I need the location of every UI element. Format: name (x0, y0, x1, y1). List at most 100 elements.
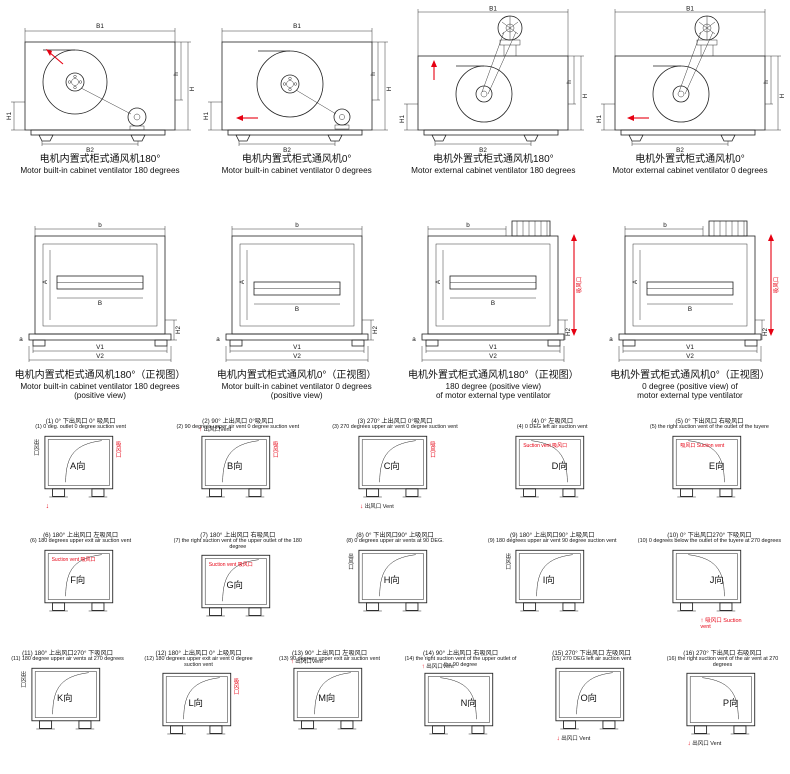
dim-a-vert: A (632, 279, 639, 284)
dim-b1: B1 (293, 23, 301, 30)
cell-letter: I向 (543, 574, 555, 585)
dim-h1: H1 (596, 114, 603, 123)
dim-a-vert: A (42, 279, 49, 284)
cell-note-en: (7) the right suction vent of the upper … (173, 538, 302, 550)
cell-note-en: (16) the right suction vent of the air v… (666, 656, 779, 668)
suction-label-red: 吸风口 (576, 277, 583, 294)
front-view-row: b A B H2 a V1 V2 (0, 220, 790, 400)
cabinet-front (34, 235, 166, 335)
suction-label: Suction vent 吸风口 (51, 556, 96, 563)
dim-b2: B2 (86, 147, 94, 154)
dim-b-horiz: B (295, 306, 299, 313)
dim-a-vert: A (239, 279, 246, 284)
caption-en: Motor built-in cabinet ventilator 0 degr… (221, 381, 372, 391)
suction-label: 吸风口 (271, 440, 278, 458)
caption-cn: 电机外置式柜式通风机0° (635, 154, 745, 165)
vent-label: ↑ 出风口Vent (422, 663, 454, 670)
cell-letter: K向 (56, 692, 71, 703)
cell-letter: P向 (722, 698, 737, 709)
dim-b: b (295, 222, 299, 229)
cell-letter: D向 (552, 460, 568, 471)
orientation-cell-m: (13) 90° 上出风口 左吸风口 (13) 90 degrees upper… (264, 650, 395, 740)
panel-external-0-side: B1 B2 (592, 4, 788, 175)
drawing-external-0-side: B1 B2 (596, 6, 785, 155)
dim-h-small: h (763, 80, 770, 84)
fan-volute (42, 49, 108, 115)
vent-label: ↑ 出风口Vent (199, 426, 231, 433)
dim-v2: V2 (96, 353, 104, 360)
orientation-cell-a: (1) 0° 下出风口 0° 吸风口 (1) 0 deg. outlet 0 d… (2, 418, 159, 510)
cell-note-cn: (2) 90° 上出风口 0°吸风口 (202, 418, 274, 425)
dim-b: b (98, 222, 102, 229)
cell-note-cn: (11) 180° 上出风口270° 下吸风口 (22, 650, 113, 657)
orientation-cell-e: (5) 0° 下出风口 右吸风口 (5) the right suction v… (631, 418, 788, 503)
cell-note-cn: (10) 0° 下出风口270° 下吸风口 (667, 532, 752, 539)
orientation-cell-f: (6) 180° 上出风口 左吸风口 (6) 180 degrees upper… (2, 532, 159, 622)
dim-h2: H2 (762, 327, 769, 336)
belt (482, 31, 505, 93)
down-arrow-icon: ↓ (45, 502, 50, 510)
dim-v1: V1 (686, 344, 694, 351)
dim-v2: V2 (686, 353, 694, 360)
caption-cn: 电机内置式柜式通风机180°（正视图） (14, 370, 186, 381)
caption-en2: (positive view) (74, 390, 126, 400)
fan-volute (652, 65, 710, 123)
cell-note-en: (2) 90 degrees upper air vent 0 degree s… (176, 424, 300, 431)
orientation-drawing: K向 (30, 667, 100, 730)
vent-label: ↓ 出风口 Vent (688, 740, 760, 747)
cell-letter: C向 (384, 460, 400, 471)
orientation-cell-d: (4) 0° 左吸风口 (4) 0 DEG left air suction v… (474, 418, 631, 503)
cell-note-en: (4) 0 DEG left air suction vent (516, 424, 588, 431)
orientation-drawing: N向 (423, 673, 493, 735)
motor (127, 107, 147, 127)
vent-label-text: 出风口Vent (203, 426, 232, 433)
suction-label: 吸风口 (232, 678, 239, 695)
vent-label: 出风口 (504, 552, 511, 570)
drawing-built-in-0-front: b A B H2 a V1 V2 (216, 222, 379, 362)
cell-letter: G向 (226, 580, 243, 591)
suction-label: 吸风口 Suction vent (680, 442, 725, 449)
up-arrow-icon: ↑ (700, 616, 704, 624)
dim-a-small: a (216, 336, 220, 343)
down-arrow-icon: ↓ (687, 740, 691, 748)
cell-note-cn: (7) 180° 上出风口 右吸风口 (200, 532, 276, 539)
orientation-row-3: (11) 180° 上出风口270° 下吸风口 (11) 180 degree … (0, 650, 790, 747)
panel-built-in-180-front: b A B H2 a V1 V2 (2, 220, 198, 400)
drawing-external-180-side: B1 B2 (399, 6, 588, 155)
caption-en: 180 degree (positive view) (445, 381, 542, 391)
belt (678, 31, 702, 93)
panel-external-180-side: B1 B2 (395, 4, 591, 175)
dim-h: H (189, 86, 195, 91)
cell-note-en: (1) 0 deg. outlet 0 degree suction vent (35, 424, 126, 431)
suction-label: 吸风口 (114, 440, 121, 458)
suction-label: Suction vent 吸风口 (208, 562, 253, 569)
cell-note-cn: (8) 0° 下出风口90° 上吸风口 (356, 532, 434, 539)
orientation-drawing: A向 (44, 435, 113, 498)
orientation-cell-g: (7) 180° 上出风口 右吸风口 (7) the right suction… (159, 532, 316, 622)
cell-note-cn: (5) 0° 下出风口 右吸风口 (675, 418, 744, 425)
dim-a-small: a (413, 336, 417, 343)
caption-en2: of motor external type ventilator (435, 390, 551, 400)
dim-v2: V2 (293, 353, 301, 360)
cabinet-front (231, 235, 363, 335)
orientation-cell-i: (9) 180° 上出风口90° 上吸风口 (9) 180 degrees up… (474, 532, 631, 622)
cell-letter: F向 (70, 574, 85, 585)
orientation-row-1: (1) 0° 下出风口 0° 吸风口 (1) 0 deg. outlet 0 d… (0, 418, 790, 510)
down-arrow-icon: ↓ (360, 502, 364, 510)
orientation-cell-p: (16) 270° 下出风口 右吸风口 (16) the right sucti… (657, 650, 788, 747)
cell-letter: N向 (460, 698, 476, 709)
orientation-cell-c: (3) 270° 上出风口 0°吸风口 (3) 270 degrees uppe… (316, 418, 473, 510)
suction-label: ↑ 吸风口 Suction vent (700, 617, 748, 630)
fan-volute (455, 65, 513, 123)
cell-letter: H向 (384, 574, 400, 585)
dim-v1: V1 (489, 344, 497, 351)
cell-note-en: (13) 90 degrees upper exit air suction v… (279, 656, 380, 663)
caption-en: Motor built-in cabinet ventilator 180 de… (20, 381, 180, 391)
vent-label-text: 出风口 Vent (364, 503, 394, 510)
dim-b-horiz: B (491, 300, 495, 307)
cell-letter: E向 (709, 460, 724, 471)
caption-en: Motor external cabinet ventilator 0 degr… (612, 165, 768, 175)
panel-built-in-0-front: b A B H2 a V1 V2 (199, 220, 395, 400)
cell-note-en: (11) 180 degree upper air vents at 270 d… (11, 656, 124, 663)
